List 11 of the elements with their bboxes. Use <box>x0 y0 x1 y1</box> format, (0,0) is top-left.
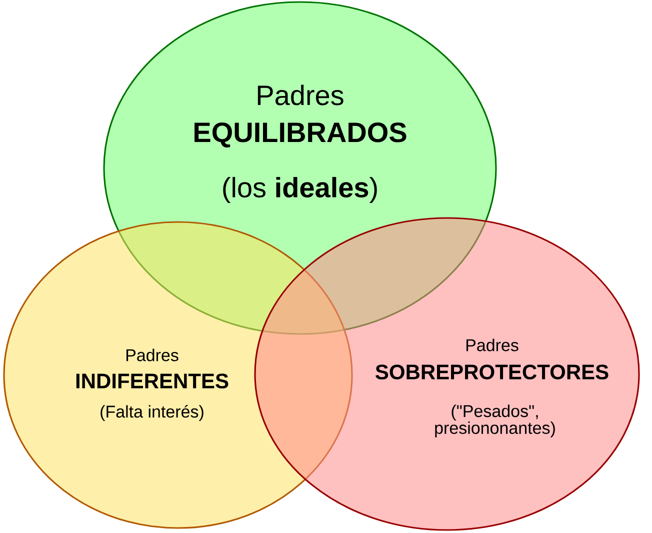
circle <box>254 217 640 531</box>
label: Padres <box>126 348 178 362</box>
label: Padres <box>466 338 518 352</box>
label: Padres <box>258 84 344 106</box>
heading: SOBREPROTECTORES <box>376 364 608 380</box>
label: ("Pesados", presiononantes) <box>435 404 555 438</box>
heading: EQUILIBRADOS <box>194 122 406 148</box>
label: (Falta interés) <box>100 404 204 421</box>
heading: INDIFERENTES <box>76 374 228 388</box>
label: (los ideales) <box>223 176 377 204</box>
circle <box>3 221 353 529</box>
